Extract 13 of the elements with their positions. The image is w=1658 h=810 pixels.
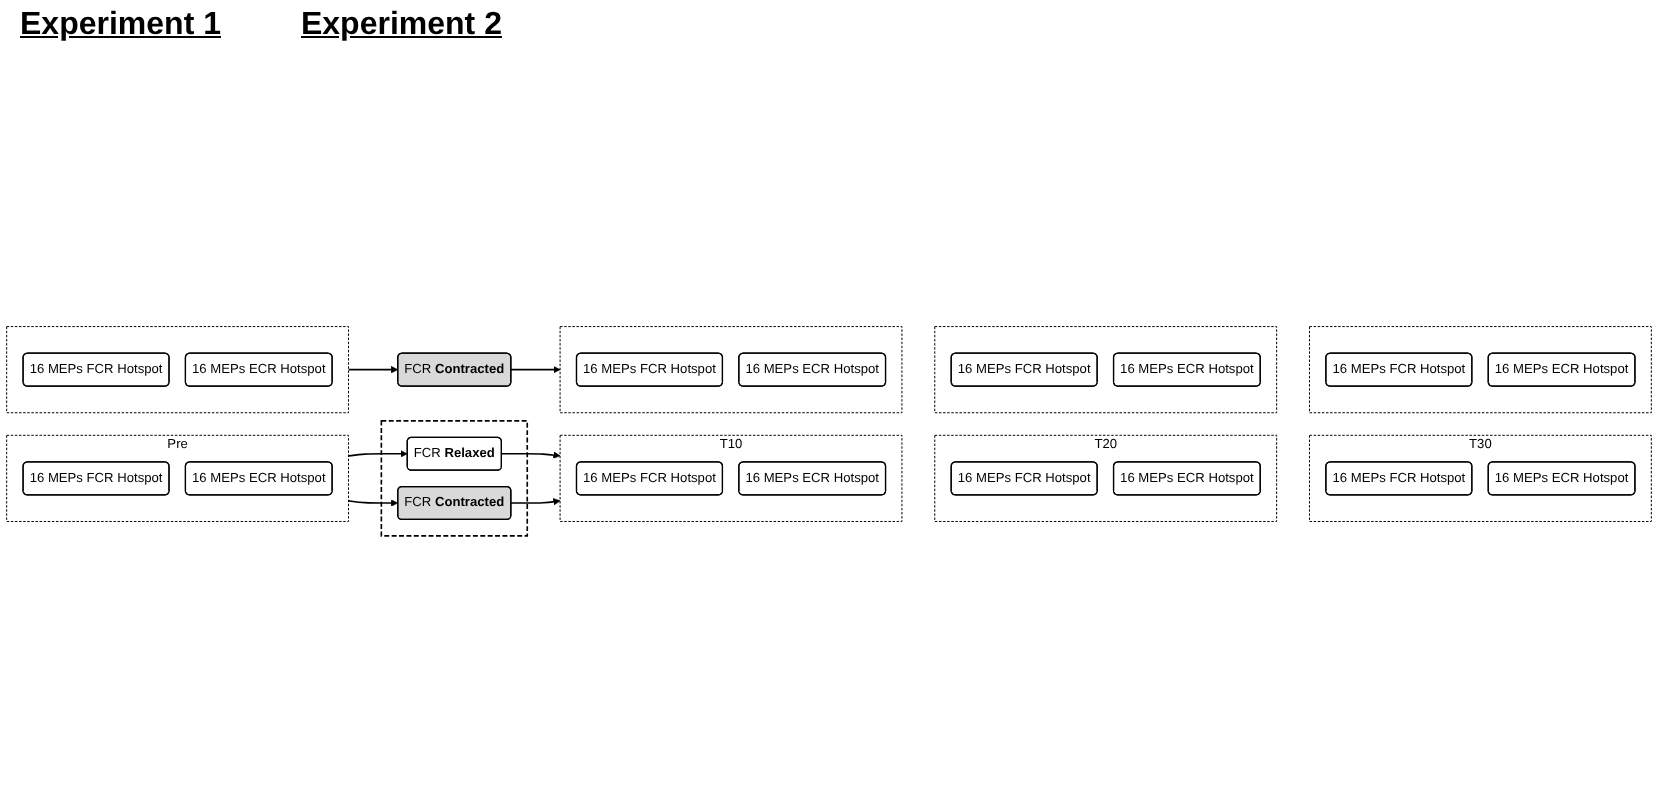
arrow <box>347 449 408 458</box>
cluster <box>6 325 349 413</box>
cluster <box>934 325 1278 413</box>
arrow <box>510 365 561 374</box>
cluster <box>559 325 903 413</box>
arrow <box>500 451 561 459</box>
cluster <box>1309 325 1652 413</box>
arrow <box>347 499 399 507</box>
arrow <box>347 365 399 374</box>
section-heading: Experiment 1 <box>20 8 221 46</box>
arrow <box>510 497 561 506</box>
section-heading: Experiment 2 <box>300 8 502 46</box>
cluster <box>380 419 529 537</box>
